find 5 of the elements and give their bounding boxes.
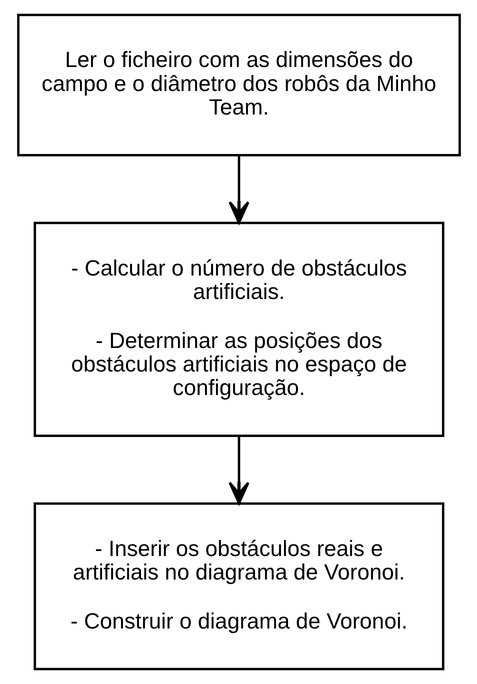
node-box: - Calcular o número de obstáculos artificiais. - Determinar as posições dos obstáculos artificiais no espaço de configuração. <box>33 222 444 437</box>
arrow <box>228 436 249 504</box>
arrow <box>228 156 249 224</box>
node-box: Ler o ficheiro com as dimensões do campo e o diâmetro dos robôs da Minho Team. <box>16 14 460 156</box>
node-box: - Inserir os obstáculos reais e artificiais no diagrama de Voronoi. - Construir o diagrama de Voronoi. <box>33 502 444 670</box>
